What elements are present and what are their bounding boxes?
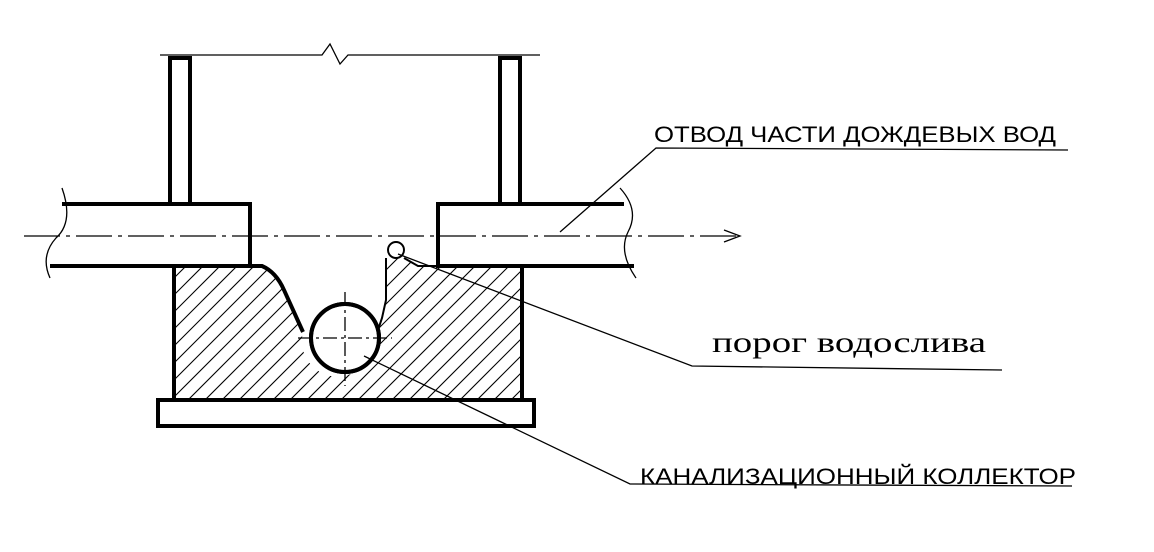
leader-weir [397,253,1003,371]
hatch-line [303,258,475,400]
hatch-line [542,250,712,420]
foundation-slab [156,398,536,428]
hatch-line [371,258,522,400]
hatch-line [0,250,134,420]
flow-direction-arrow [723,229,742,243]
outlet-pipe [436,187,637,279]
hatch-line [0,250,151,420]
hatch-line [354,258,522,400]
leader-stormwater [559,147,1069,233]
weir-right-slope [403,257,438,267]
hatch-line [174,258,288,400]
label-sewer-collector: КАНАЛИЗАЦИОННЫЙ КОЛЛЕКТОР [640,464,1076,489]
hatch-line [507,258,522,400]
hatch-line [473,258,522,400]
chamber-base-outline [172,266,524,400]
shaft-right-wall [498,56,522,206]
leader-collector [363,355,1073,487]
label-stormwater-diversion: ОТВОД ЧАСТИ ДОЖДЕВЫХ ВОД [654,122,1056,147]
hatch-line [490,258,522,400]
hatch-line [422,258,522,400]
hatch-line [456,258,522,400]
hatch-line [174,258,254,400]
shaft-top-break-line [160,42,540,66]
label-weir-threshold: порог водослива [712,326,986,359]
hatch-line [0,250,168,420]
hatch-line [559,250,729,420]
hatch-line [405,258,522,400]
hatch-line [0,250,100,420]
hatch-line [174,258,220,400]
hatch-line [174,258,237,400]
inlet-pipe [45,187,252,279]
weir-threshold-circle [387,241,405,259]
hatch-line [174,258,186,400]
hatch-line [0,250,117,420]
hatch-line [174,258,271,400]
shaft-left-wall [168,56,192,206]
flow-channel-profile [250,264,305,333]
hatch-line [337,258,509,400]
hatch-line [439,258,522,400]
hatch-line [388,258,522,400]
